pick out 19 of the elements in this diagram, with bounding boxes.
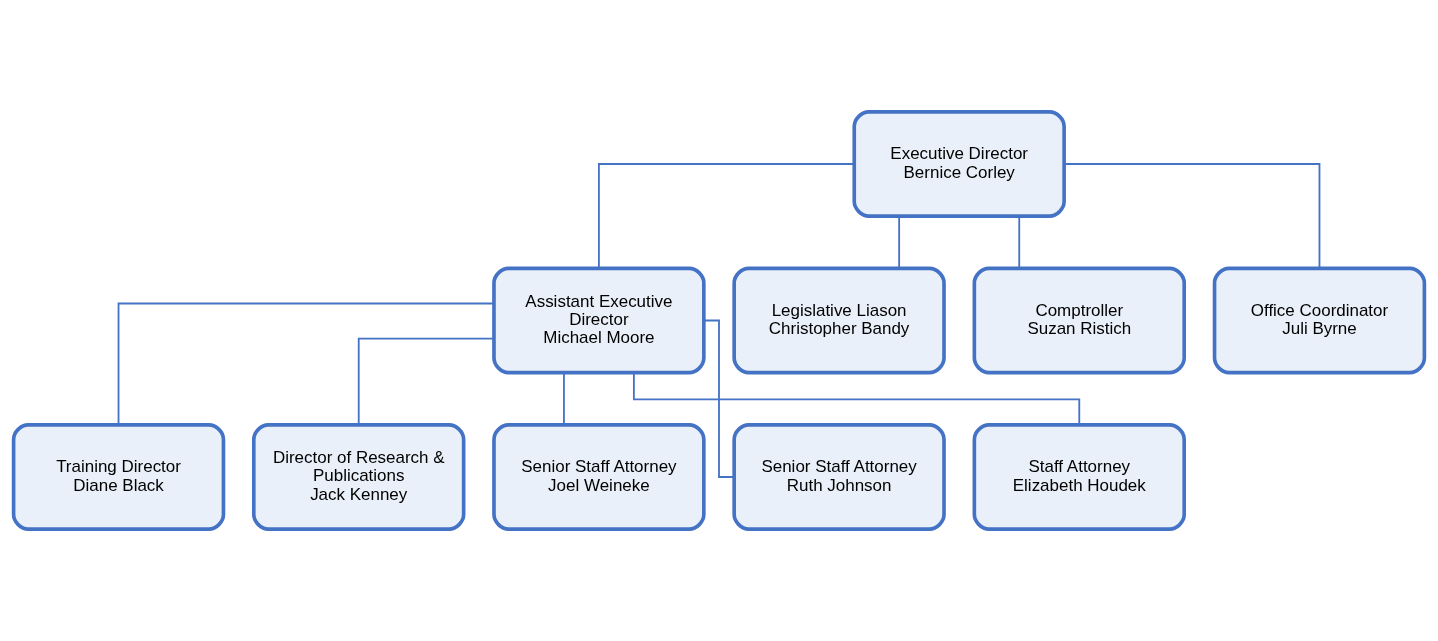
connector — [598, 163, 855, 269]
connector — [563, 372, 565, 426]
node-box: Staff Attorney Elizabeth Houdek — [972, 423, 1187, 531]
connector — [898, 215, 901, 269]
node-box: Training Director Diane Black — [11, 423, 226, 531]
connector — [632, 372, 1081, 426]
connector — [1063, 163, 1321, 269]
node-box: Senior Staff Attorney Ruth Johnson — [732, 423, 946, 531]
node-box: Assistant Executive Director Michael Moore — [492, 266, 706, 375]
node-box: Senior Staff Attorney Joel Weineke — [492, 423, 706, 531]
node-box: Office Coordinator Juli Byrne — [1212, 266, 1427, 375]
connector — [117, 302, 495, 426]
node-box: Comptroller Suzan Ristich — [972, 266, 1187, 375]
connector — [1018, 215, 1021, 269]
node-box: Director of Research & Publications Jack Kenney — [251, 423, 466, 531]
connector — [357, 337, 495, 426]
node-box: Executive Director Bernice Corley — [852, 110, 1066, 218]
connector — [703, 319, 735, 478]
node-box: Legislative Liason Christopher Bandy — [732, 266, 946, 375]
